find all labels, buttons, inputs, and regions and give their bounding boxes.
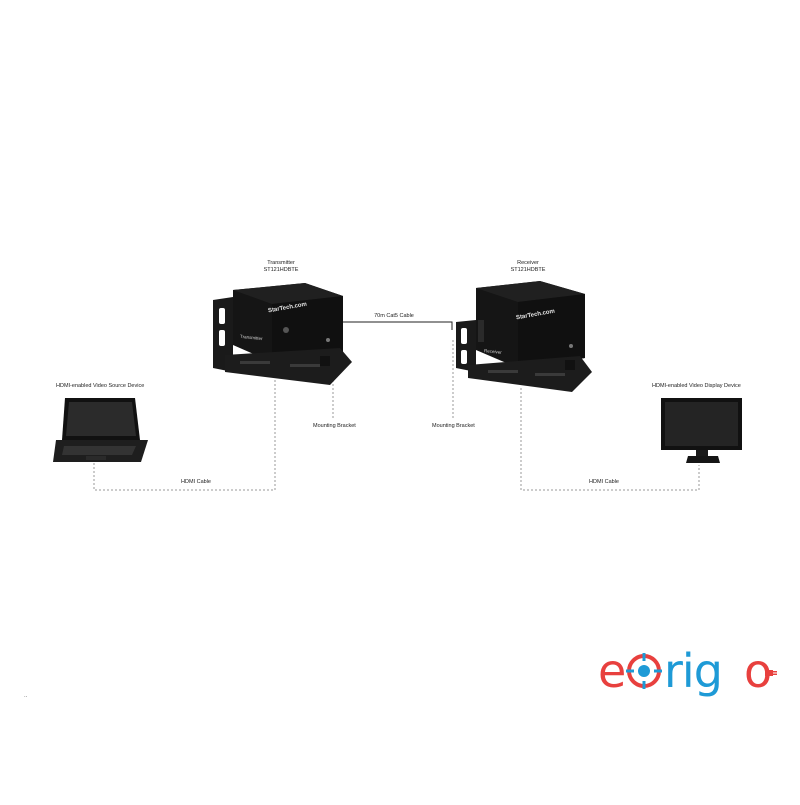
display-device-label: HDMI-enabled Video Display Device xyxy=(652,383,741,389)
monitor-icon xyxy=(661,398,742,463)
receiver-title: Receiver xyxy=(517,260,539,266)
receiver-device xyxy=(456,281,592,392)
plug-icon xyxy=(765,670,777,676)
target-icon xyxy=(626,653,662,689)
bracket-label-right: Mounting Bracket xyxy=(432,423,475,429)
hdmi-cable-label-left: HDMI Cable xyxy=(181,479,211,485)
hdmi-cable-label-right: HDMI Cable xyxy=(589,479,619,485)
bracket-label-left: Mounting Bracket xyxy=(313,423,356,429)
hdmi-cable-right xyxy=(520,388,700,491)
cat5-cable xyxy=(337,321,453,330)
hdmi-cable-left xyxy=(93,380,276,491)
transmitter-title: Transmitter xyxy=(267,260,295,266)
logo-letter-e: e xyxy=(598,644,626,698)
logo-letters-rig: rig xyxy=(664,644,723,698)
cat5-cable-label: 70m Cat5 Cable xyxy=(374,313,414,319)
transmitter-model: ST121HDBTE xyxy=(263,267,299,273)
source-device-label: HDMI-enabled Video Source Device xyxy=(56,383,145,389)
eorigo-logo: e rig o xyxy=(598,644,778,698)
laptop-icon xyxy=(53,398,148,462)
receiver-model: ST121HDBTE xyxy=(510,267,546,273)
transmitter-device xyxy=(213,283,352,385)
stray-mark: .. xyxy=(24,693,28,699)
